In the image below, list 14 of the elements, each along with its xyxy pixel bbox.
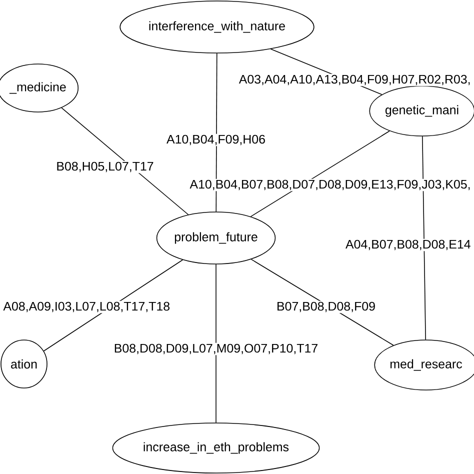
edge-label: A08,A09,I03,L07,L08,T17,T18 — [2, 300, 172, 314]
edge-label: A04,B07,B08,D08,E14 — [344, 238, 472, 252]
connector-line — [422, 136, 426, 340]
edge-label: B08,H05,L07,T17 — [55, 160, 155, 174]
edge-label: A10,B04,F09,H06 — [166, 134, 266, 146]
connector-line — [61, 107, 189, 216]
edge-label: B07,B08,D08,F09 — [276, 300, 376, 314]
edge-label: A03,A04,A10,A13,B04,F09,H07,R02,R03, — [238, 74, 472, 86]
edge-label: B08,D08,D09,L07,M09,O07,P10,T17 — [112, 342, 320, 356]
edge-label: A10,B04,B07,B08,D07,D08,D09,E13,F09,J03,K05, — [188, 178, 472, 192]
ellipse-node: problem_future — [156, 212, 276, 264]
ellipse-node: increase_in_eth_problems — [112, 422, 320, 474]
ellipse-node: ation — [0, 340, 48, 388]
ellipse-node: interference_with_nature — [120, 0, 314, 54]
